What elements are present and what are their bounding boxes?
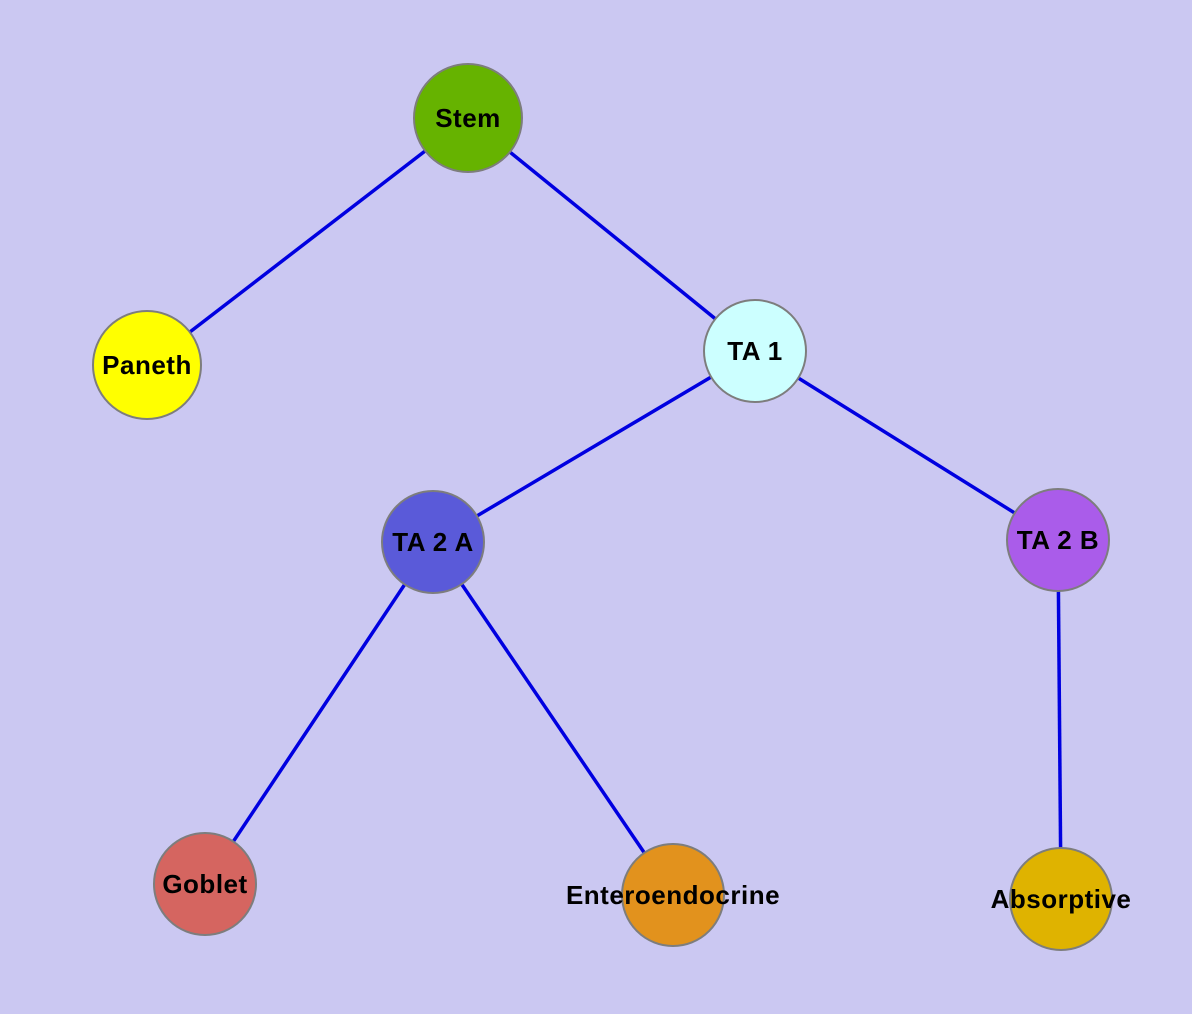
node-absorptive[interactable]: Absorptive — [991, 847, 1131, 951]
node-label-ta1: TA 1 — [727, 335, 783, 366]
node-label-stem: Stem — [435, 102, 501, 133]
node-label-absorptive: Absorptive — [990, 883, 1132, 914]
edge-ta1-ta2b — [754, 349, 1059, 542]
edge-ta1-ta2a — [432, 349, 756, 544]
node-stem[interactable]: Stem — [413, 63, 523, 173]
edge-stem-ta1 — [466, 116, 757, 353]
node-label-ta2a: TA 2 A — [392, 526, 474, 557]
node-label-ta2b: TA 2 B — [1016, 524, 1100, 555]
node-label-goblet: Goblet — [162, 868, 248, 899]
node-ta1[interactable]: TA 1 — [703, 299, 807, 403]
edge-stem-paneth — [145, 116, 470, 367]
edge-ta2b-absorptive — [1056, 539, 1063, 900]
node-ta2b[interactable]: TA 2 B — [1006, 488, 1110, 592]
node-paneth[interactable]: Paneth — [92, 310, 202, 420]
node-enteroendocrine[interactable]: Enteroendocrine — [566, 843, 780, 947]
edge-ta2a-enteroendocrine — [431, 541, 675, 896]
node-label-paneth: Paneth — [102, 349, 192, 380]
node-label-enteroendocrine: Enteroendocrine — [565, 879, 781, 910]
node-ta2a[interactable]: TA 2 A — [381, 490, 485, 594]
edge-ta2a-goblet — [203, 541, 435, 885]
node-goblet[interactable]: Goblet — [153, 832, 257, 936]
